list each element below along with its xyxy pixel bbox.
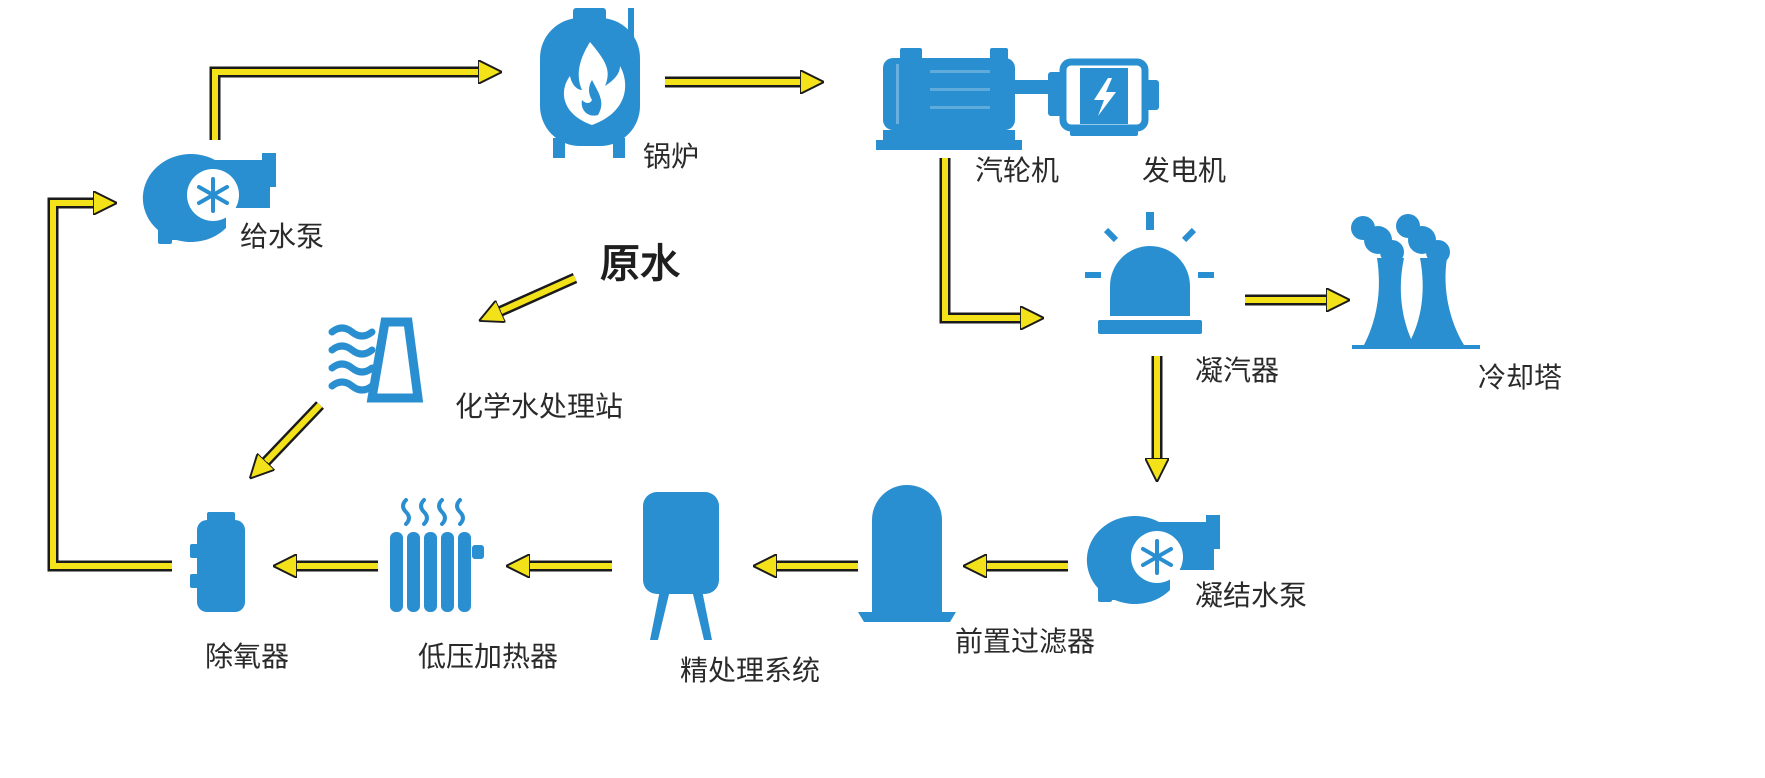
water-treatment-icon xyxy=(328,317,424,403)
label-lp-heater: 低压加热器 xyxy=(418,640,558,673)
arrow-feedpump-to-boiler xyxy=(209,66,490,140)
label-chem-station: 化学水处理站 xyxy=(455,390,623,423)
pump-fan-icon xyxy=(142,153,276,244)
turbine-motor-icon xyxy=(876,48,1054,150)
label-feed-pump: 给水泵 xyxy=(240,220,324,253)
radiator-heater-icon xyxy=(390,498,484,612)
label-cooling-tower: 冷却塔 xyxy=(1478,361,1562,394)
label-boiler: 锅炉 xyxy=(643,140,699,173)
deaerator-tank-icon xyxy=(190,512,245,612)
label-deaerator: 除氧器 xyxy=(205,640,289,673)
flow-arrows xyxy=(47,66,1338,572)
label-condenser: 凝汽器 xyxy=(1195,354,1279,387)
cooling-tower-icon xyxy=(1351,214,1480,349)
label-polishing: 精处理系统 xyxy=(680,654,820,687)
pump-fan-icon xyxy=(1086,515,1220,605)
polishing-tank-icon xyxy=(643,492,719,640)
label-raw-water: 原水 xyxy=(600,241,681,287)
filter-column-icon xyxy=(858,485,956,622)
label-generator: 发电机 xyxy=(1142,154,1226,187)
labels: 锅炉 汽轮机 发电机 给水泵 原水 化学水处理站 凝汽器 冷却塔 凝结水泵 前置… xyxy=(205,140,1562,687)
label-prefilter: 前置过滤器 xyxy=(955,625,1095,658)
label-cond-pump: 凝结水泵 xyxy=(1195,579,1307,612)
arrow-deaerator-to-feedpump xyxy=(47,197,172,572)
generator-lightning-icon xyxy=(1048,58,1159,136)
boiler-flame-icon xyxy=(540,8,640,158)
condenser-beacon-icon xyxy=(1085,212,1214,334)
label-turbine: 汽轮机 xyxy=(975,154,1059,187)
